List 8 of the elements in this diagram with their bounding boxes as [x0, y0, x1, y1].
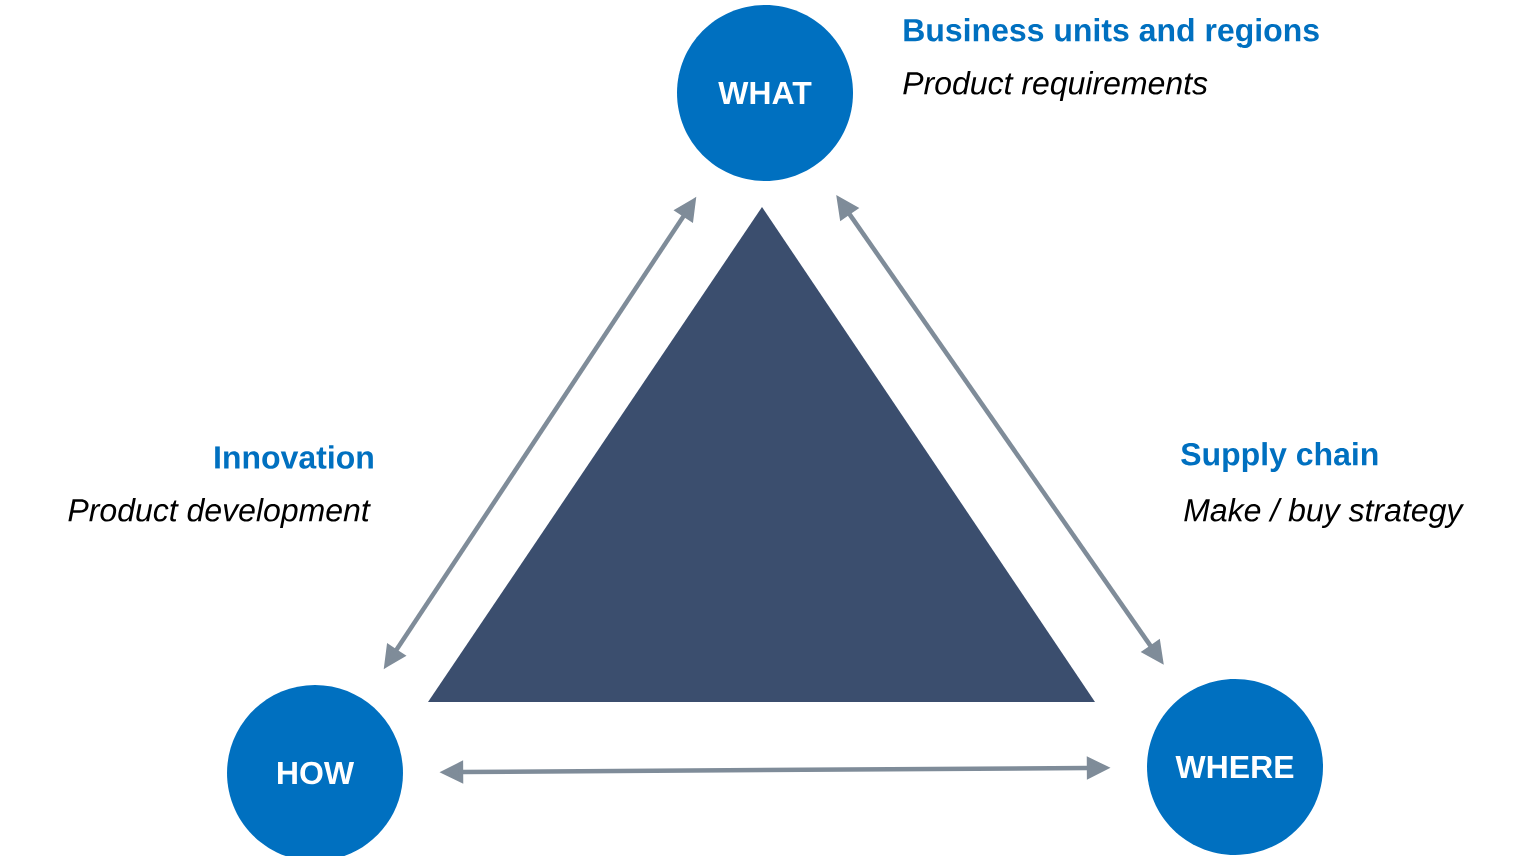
subheading-text: Make / buy strategy: [1184, 498, 1464, 528]
subheading-text: Product development: [68, 498, 371, 528]
circle-node: WHERE: [1147, 679, 1323, 855]
heading-text: Business units and regions: [904, 18, 1319, 48]
heading-text: Supply chain: [1181, 442, 1378, 472]
heading-text: Innovation: [215, 445, 373, 469]
circle-node: WHAT: [677, 5, 853, 181]
subheading-text: Product requirements: [903, 71, 1208, 101]
